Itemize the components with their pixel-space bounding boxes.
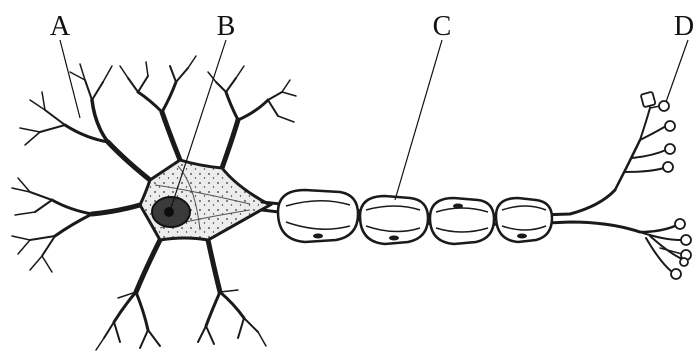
label-d: D <box>674 11 694 42</box>
leader-line-d <box>666 40 688 102</box>
leader-line-a <box>60 40 80 118</box>
leader-line-c <box>395 40 442 200</box>
label-b: B <box>217 11 236 42</box>
nucleolus <box>164 207 174 217</box>
myelin-segment <box>360 196 428 244</box>
myelin-segment <box>496 198 552 242</box>
myelin-sheath <box>278 190 552 244</box>
label-a: A <box>50 11 71 42</box>
terminal-boutons <box>641 92 691 279</box>
myelin-segment <box>278 190 358 242</box>
cell-body <box>140 160 270 240</box>
label-c: C <box>433 11 452 42</box>
myelin-segment <box>430 198 494 244</box>
